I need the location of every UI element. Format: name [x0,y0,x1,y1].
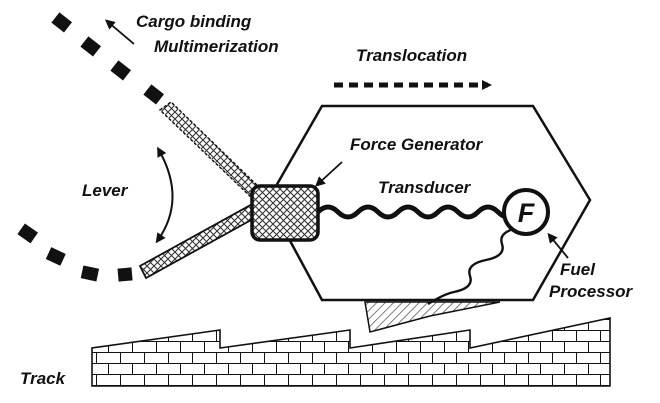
cargo-binding-label: Cargo binding [136,12,252,31]
track [91,317,611,387]
fuel-wave [427,226,519,306]
fuel-processor-arrow [547,232,569,259]
fuel-label: Fuel [560,260,596,279]
track-binding-foot [364,301,501,333]
cargo-chain-upper [51,12,164,105]
multimerization-label: Multimerization [154,37,279,56]
lever-arm-alt [158,101,264,199]
lever-swing-arrow [155,146,174,244]
force-generator-label: Force Generator [350,135,484,154]
transducer-label: Transducer [378,178,472,197]
fuel-symbol-label: F [518,198,536,228]
transducer-wave [316,204,520,220]
cargo-chain-lower [17,223,133,282]
force-generator-arrow [315,161,343,187]
force-generator-block [250,184,320,242]
cargo-binding-arrow [104,19,135,45]
fuel-processor-node: F [502,188,550,236]
lever-label: Lever [82,181,129,200]
track-label: Track [20,369,67,388]
translocation-label: Translocation [356,46,467,65]
processor-label: Processor [549,282,634,301]
